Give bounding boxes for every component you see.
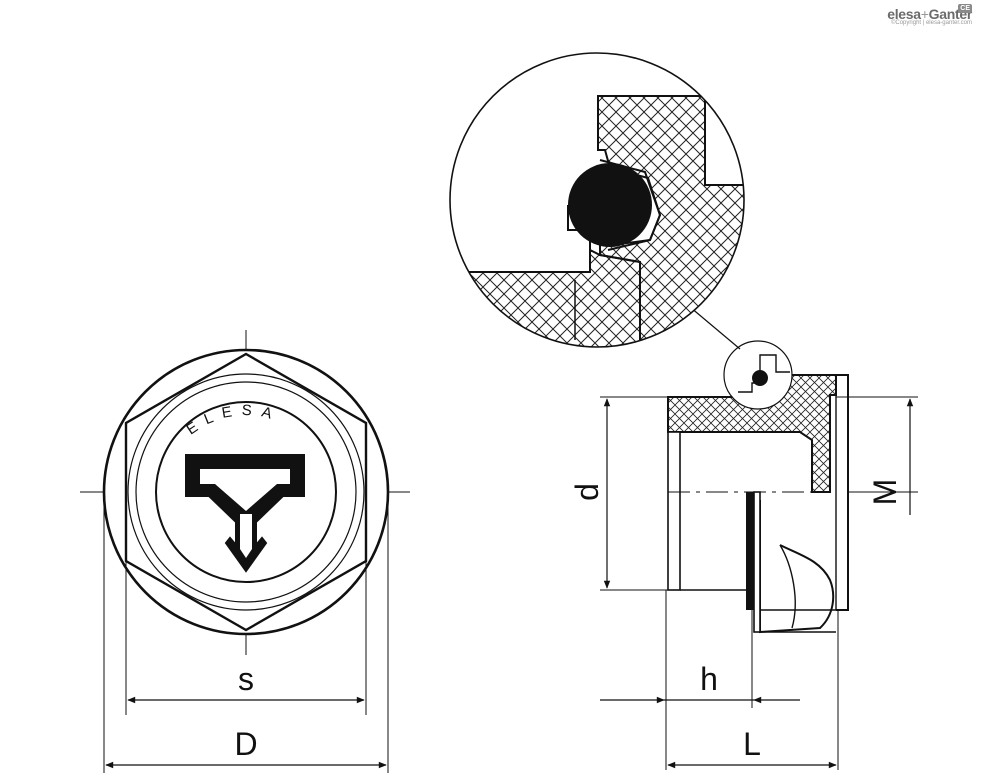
detail-leader-line <box>689 306 741 350</box>
detail-frame-circle <box>449 52 745 348</box>
dimension-L: L <box>667 726 837 769</box>
inner-ring-circle <box>127 373 365 611</box>
dimension-M: M <box>867 398 914 515</box>
brand-copyright: ©Copyright | elesa-ganter.com <box>890 20 972 26</box>
side-section-view <box>600 306 918 770</box>
dimension-label-M: M <box>867 479 903 506</box>
dimension-d: d <box>569 398 611 589</box>
dimension-h: h <box>600 661 800 704</box>
dimension-label-d: d <box>569 483 605 501</box>
dimension-label-L: L <box>743 726 761 762</box>
face-circle <box>155 401 337 583</box>
gasket-section <box>746 492 754 610</box>
hexagon-outline <box>124 352 368 632</box>
detail-magnified-view <box>449 52 745 348</box>
dome-profile <box>759 500 835 634</box>
ce-mark: CE <box>958 4 972 13</box>
brand-logo: elesa+Ganter ©Copyright | elesa-ganter.c… <box>887 4 972 26</box>
dimension-s: s <box>127 661 365 704</box>
dimension-label-s: s <box>238 661 254 697</box>
thread-body <box>667 431 681 591</box>
dimension-label-D: D <box>234 726 257 762</box>
level-arrow-down-icon <box>185 454 305 573</box>
dimension-label-h: h <box>700 661 718 697</box>
seal-o-ring-small <box>752 370 768 386</box>
front-view: ELESA <box>80 330 410 773</box>
brand-name: elesa+Ganter <box>887 6 972 22</box>
o-ring-seal <box>568 163 652 247</box>
inner-ring-circle-2 <box>135 381 357 603</box>
dimension-D: D <box>105 726 387 769</box>
